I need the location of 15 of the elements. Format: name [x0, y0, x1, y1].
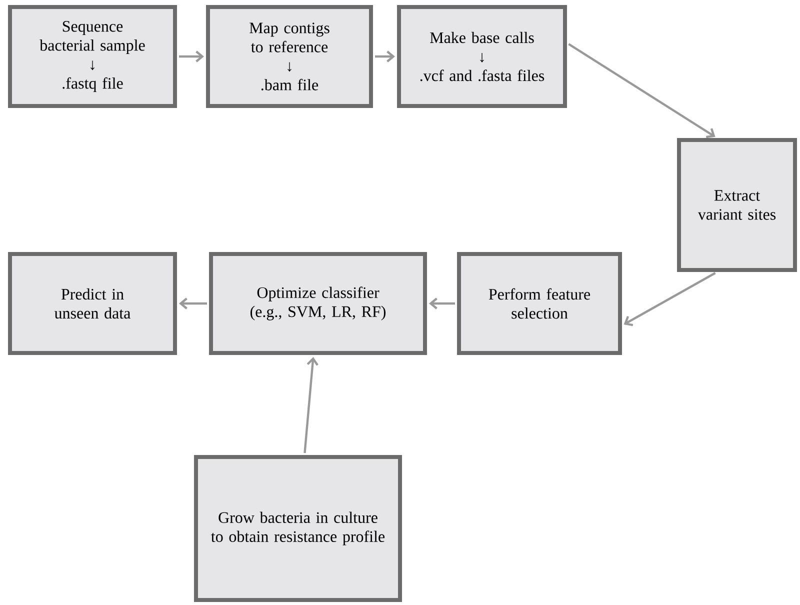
process-box: Predict in unseen data	[8, 252, 177, 355]
process-box: Optimize classifier (e.g., SVM, LR, RF)	[209, 252, 427, 355]
arrow	[624, 272, 716, 326]
arrow	[429, 298, 455, 310]
arrow	[304, 357, 318, 454]
arrow	[179, 298, 207, 310]
process-box: Map contigs to reference ↓ .bam file	[206, 5, 373, 108]
process-box: Make base calls ↓ .vcf and .fasta files	[397, 5, 567, 108]
process-box: Perform feature selection	[457, 252, 622, 355]
process-box: Extract variant sites	[677, 138, 797, 272]
process-box: Grow bacteria in culture to obtain resistance profile	[194, 455, 402, 602]
arrow	[179, 50, 204, 62]
arrow	[375, 50, 395, 62]
process-box: Sequence bacterial sample ↓ .fastq file	[8, 5, 177, 108]
arrow	[568, 43, 716, 138]
